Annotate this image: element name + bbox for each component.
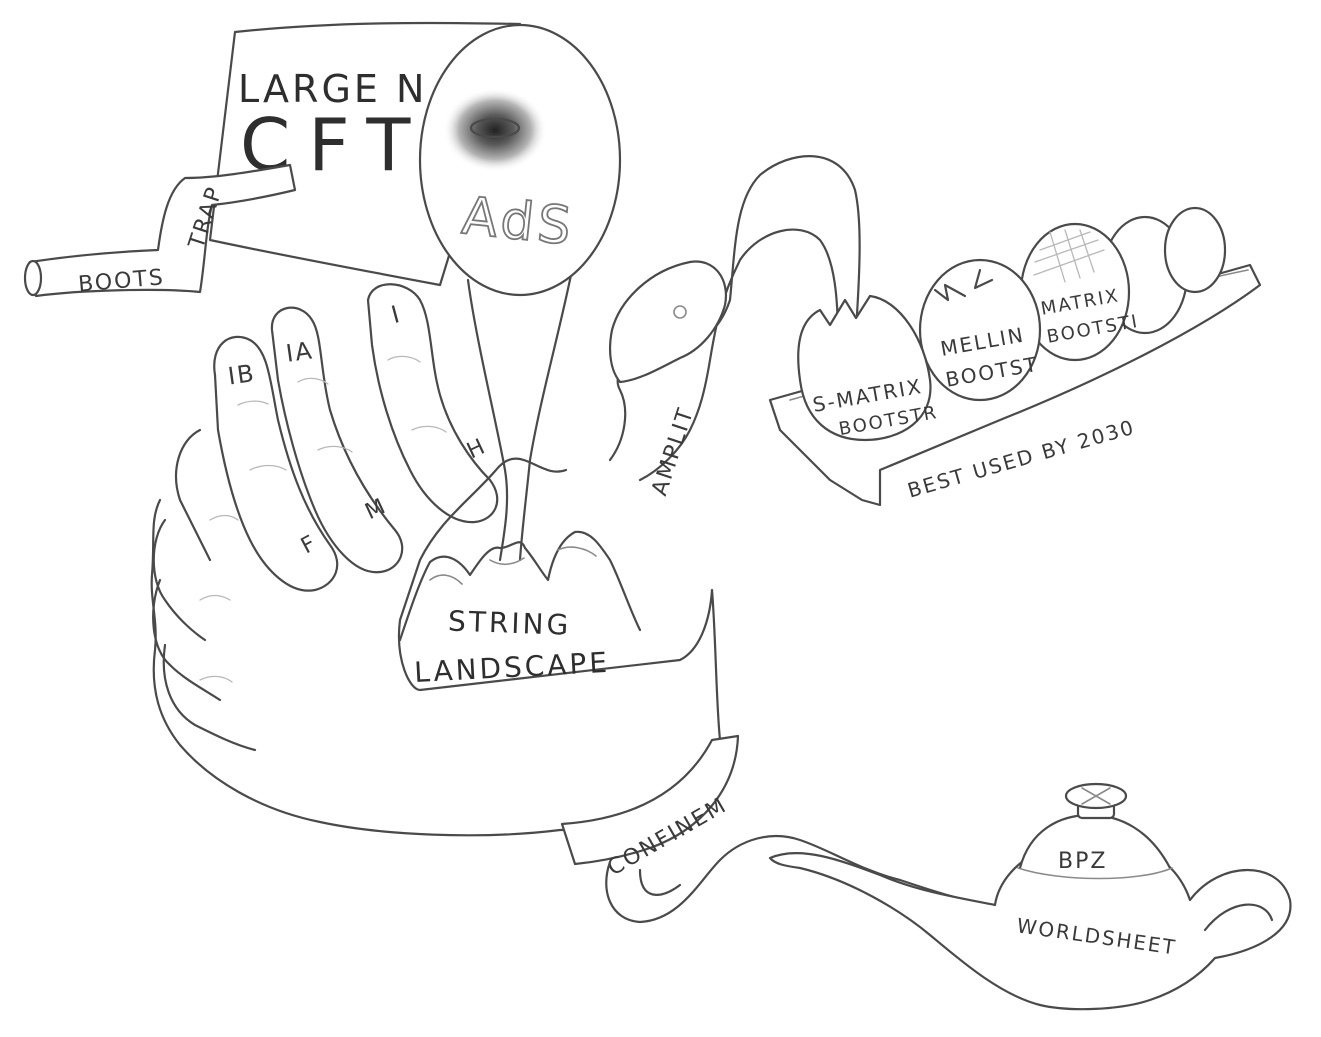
genie-lamp: BPZ WORLDSHEET (768, 782, 1292, 1011)
egg-mellin (918, 258, 1042, 402)
finger-ia-outline (270, 306, 404, 574)
snake-head (609, 260, 728, 384)
egg-empty-2 (1163, 206, 1227, 294)
landscape-line2: LANDSCAPE (413, 646, 610, 689)
landscape-line1: STRING (448, 604, 572, 641)
snake-eye (673, 305, 687, 319)
egg-mellin-crack (933, 268, 994, 302)
crank-knob (23, 259, 43, 297)
lamp-collar (1017, 867, 1173, 880)
lamp-body (768, 836, 1292, 1011)
cuff-band (560, 734, 740, 866)
can-lid-label: AdS (459, 186, 577, 257)
finger-h-label: H (463, 434, 490, 464)
finger-creases (199, 355, 447, 683)
finger-ib-outline (213, 335, 339, 592)
smoke-trail (605, 835, 992, 924)
finger-i-outline (366, 283, 499, 524)
pour-stream (466, 268, 574, 562)
landscape-mountains (398, 530, 642, 642)
string-landscape: STRING LANDSCAPE (398, 530, 642, 689)
crank-shaft (28, 163, 297, 298)
lamp-lid-label: BPZ (1058, 849, 1107, 874)
lamp-handle-inner (1203, 903, 1274, 932)
egg-matrix-grid (1033, 229, 1105, 283)
finger-i-label: I (388, 300, 404, 329)
can: LARGE N CFT AdS (208, 21, 622, 562)
finger-ib-label: IB (226, 359, 257, 391)
black-hole-ring (469, 117, 521, 139)
black-hole-icon (443, 88, 547, 172)
lamp-finial-x (1081, 787, 1111, 805)
hand-lower-fingers (152, 428, 257, 752)
egg-smatrix (797, 294, 932, 442)
can-line1: LARGE N (238, 67, 427, 111)
egg-carton: S-MATRIX BOOTSTR MELLIN BOOTST MATRIX BO… (768, 206, 1262, 507)
hand-palm-outline (150, 457, 722, 837)
snake-label: AMPLIT (647, 404, 699, 499)
landscape-snowcaps (429, 546, 597, 585)
finger-f-label: F (297, 530, 322, 559)
finger-ia-label: IA (284, 336, 315, 368)
